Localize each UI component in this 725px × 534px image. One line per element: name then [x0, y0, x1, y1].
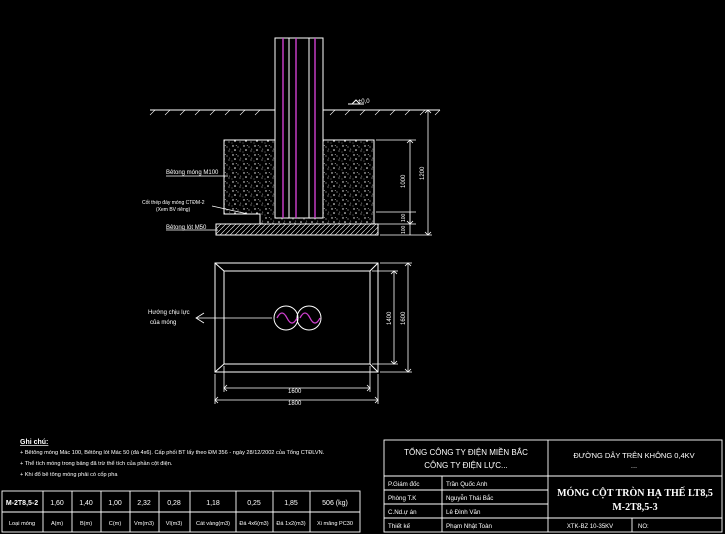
table-cell: 1,60 [50, 500, 64, 507]
ground-hatch [149, 109, 441, 116]
role-person: Nguyễn Thái Bắc [446, 495, 493, 502]
drawing-title-2: M-2T8,5-3 [612, 502, 657, 513]
ground-level-label: ±0,0 [358, 99, 370, 105]
table-cell: M-2T8,5-2 [6, 500, 38, 507]
role-person: Lê Đình Văn [446, 509, 481, 516]
base-concrete-label: Bêtong lót M50 [166, 225, 207, 231]
dim-inner-h-label: 1400 [387, 311, 393, 325]
table-header: Vm(m3) [134, 521, 154, 527]
table-cell: 1,00 [108, 500, 122, 507]
table-header: Đá 4x6(m3) [239, 521, 268, 527]
dim-small-1-label: 100 [401, 213, 407, 222]
drawing-title-1: MÓNG CỘT TRÒN HẠ THẾ LT8,5 [557, 486, 713, 499]
steel-note-label: Cốt thép đáy móng CTĐM-2 [142, 200, 205, 206]
table-header: A(m) [51, 521, 63, 527]
section-dimensions [376, 109, 440, 236]
table-cell: 1,40 [79, 500, 93, 507]
base-concrete [215, 223, 379, 236]
drawing-number-label: NO: [638, 524, 649, 530]
table-header: Loại móng [9, 521, 35, 527]
quantity-table [1, 490, 361, 533]
table-cell: 0,28 [167, 500, 181, 507]
table-cell: 1,18 [206, 500, 220, 507]
steel-note-ref: (Xem BV riêng) [156, 207, 191, 213]
table-values-row: M-2T8,5-2 1,60 1,40 1,00 2,32 0,28 1,18 … [6, 500, 348, 507]
project-name-2: ... [631, 461, 637, 470]
drawing-code: XTK-BZ 10-35KV [567, 524, 613, 530]
table-headers-row: Loại móng A(m) B(m) C(m) Vm(m3) Vl(m3) C… [9, 521, 353, 527]
table-header: C(m) [109, 521, 122, 527]
dim-outer-w-label: 1800 [288, 401, 302, 407]
arrow-left-icon [195, 312, 205, 324]
note-line-2: + Thể tích móng trong bảng đã trừ thể tí… [20, 460, 173, 467]
plan-outer [214, 262, 379, 373]
table-cell: 2,32 [137, 500, 151, 507]
project-name-1: ĐƯỜNG DÂY TRÊN KHÔNG 0,4KV [573, 451, 694, 460]
plan-inner [223, 270, 371, 365]
pole-pipe [274, 37, 324, 219]
role-label: Phòng T.K [388, 495, 417, 502]
dim-outer-h-label: 1600 [401, 311, 407, 325]
section-view [149, 37, 441, 236]
notes-heading: Ghi chú: [20, 439, 48, 446]
table-cell: 1,85 [284, 500, 298, 507]
table-header: Đá 1x2(m3) [276, 521, 305, 527]
org-name-2: CÔNG TY ĐIỆN LỰC... [424, 461, 507, 470]
concrete-label: Bêtong móng M100 [166, 170, 219, 176]
role-person: Phạm Nhật Toàn [446, 523, 493, 530]
table-cell: 506 (kg) [322, 500, 348, 507]
role-label: P.Giám đốc [388, 481, 420, 488]
table-header: B(m) [80, 521, 92, 527]
force-label-1: Hướng chịu lực [148, 310, 190, 316]
dim-total-label: 1200 [420, 166, 426, 180]
dim-height-label: 1000 [401, 174, 407, 188]
table-cell: 0,25 [247, 500, 261, 507]
note-line-3: + Khi đổ bê tông móng phải có cốp pha [20, 471, 118, 478]
pipe-plan-icon [273, 305, 322, 331]
table-header: Cát vàng(m3) [196, 521, 230, 527]
role-label: C.Nd.ự án [388, 509, 417, 516]
dim-small-2-label: 100 [401, 225, 407, 234]
role-person: Trần Quốc Anh [446, 481, 488, 488]
force-label-2: của móng [150, 319, 176, 326]
plan-dimensions [214, 262, 412, 404]
role-label: Thiết kế [388, 523, 411, 530]
table-header: Vl(m3) [166, 521, 183, 527]
title-block [383, 439, 723, 533]
dim-inner-w-label: 1600 [288, 389, 302, 395]
plan-view [195, 262, 412, 404]
table-header: Xi măng PC30 [317, 521, 353, 527]
org-name-1: TỔNG CÔNG TY ĐIỆN MIỀN BẮC [404, 447, 528, 457]
note-line-1: + Bêtông móng Mác 100, Bêtông lót Mác 50… [20, 449, 325, 456]
